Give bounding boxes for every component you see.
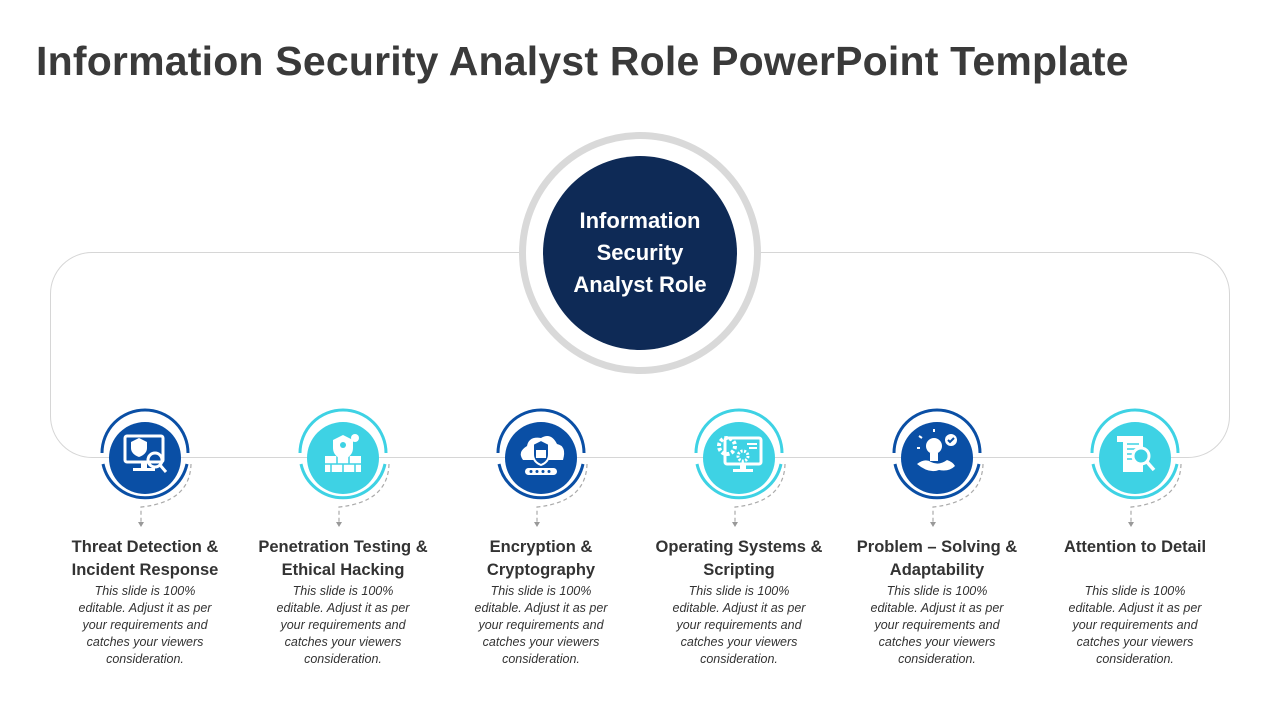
item-title: Operating Systems & Scripting — [655, 538, 823, 579]
item-description: This slide is 100% editable. Adjust it a… — [78, 584, 212, 666]
cloud-lock-shield-icon — [520, 436, 565, 475]
item-title: Penetration Testing & Ethical Hacking — [258, 538, 428, 579]
hub-circle: Information Security Analyst Role — [543, 156, 737, 350]
item-description: This slide is 100% editable. Adjust it a… — [474, 584, 608, 666]
item-title: Threat Detection & Incident Response — [71, 538, 219, 579]
monitor-bug-search-icon — [123, 434, 168, 473]
item-description: This slide is 100% editable. Adjust it a… — [672, 584, 806, 666]
document-search-icon — [1117, 436, 1156, 472]
item-title: Encryption & Cryptography — [486, 538, 596, 579]
lightbulb-check-icon — [917, 429, 957, 472]
item-description: This slide is 100% editable. Adjust it a… — [1068, 584, 1202, 666]
slide-title: Information Security Analyst Role PowerP… — [36, 38, 1129, 84]
shield-firewall-icon — [325, 434, 361, 472]
item-title: Problem – Solving & Adaptability — [856, 538, 1018, 579]
monitor-gears-icon — [717, 436, 763, 472]
item-description: This slide is 100% editable. Adjust it a… — [276, 584, 410, 666]
item-title: Attention to Detail — [1063, 538, 1207, 556]
item-description: This slide is 100% editable. Adjust it a… — [870, 584, 1004, 666]
